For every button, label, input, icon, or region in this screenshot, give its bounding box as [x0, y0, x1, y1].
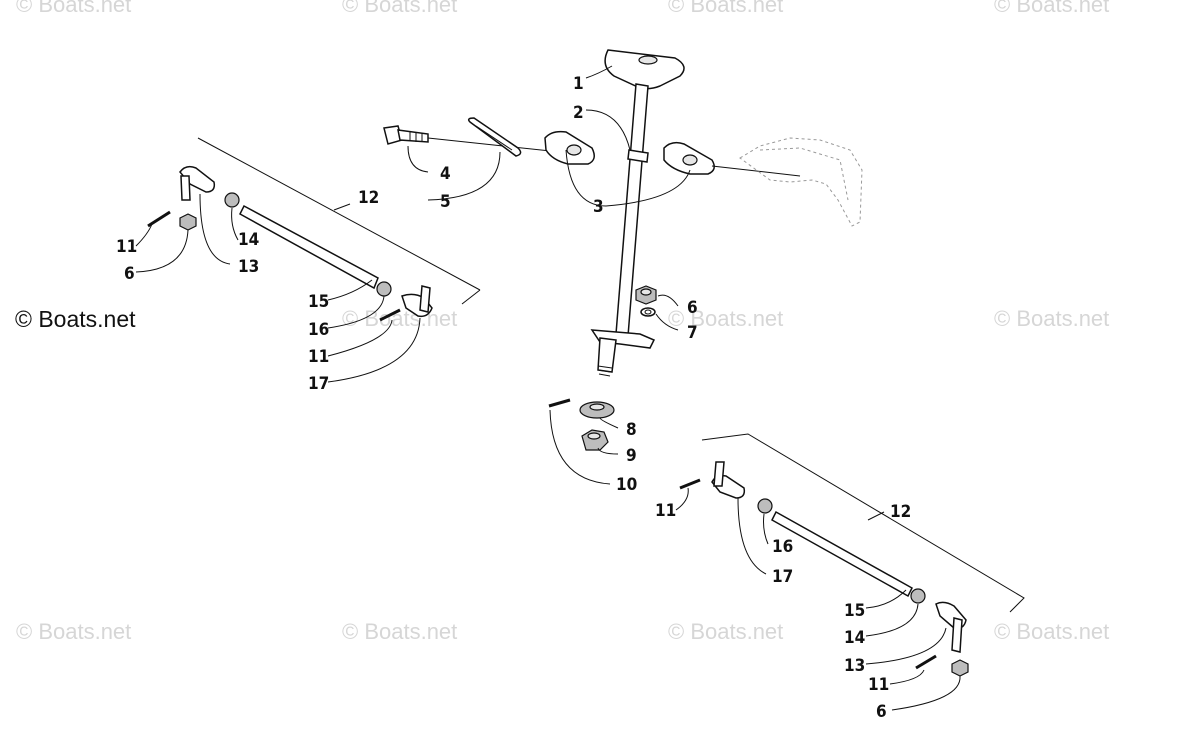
watermark: © Boats.net [668, 619, 784, 644]
callout-12-right: 12 [890, 502, 911, 522]
callout-2: 2 [573, 103, 584, 123]
callout-13-right: 13 [844, 656, 865, 676]
callout-11-left: 11 [116, 237, 137, 257]
cotter-pin [548, 398, 571, 408]
callout-4: 4 [440, 164, 451, 184]
watermark: © Boats.net [668, 306, 784, 331]
nut [635, 285, 657, 305]
callout-11-left-2: 11 [308, 347, 329, 367]
callout-10: 10 [616, 475, 637, 495]
watermark: © Boats.net [994, 619, 1110, 644]
callout-1: 1 [573, 74, 584, 94]
watermark: © Boats.net [16, 619, 132, 644]
callout-13-left: 13 [238, 257, 259, 277]
washer [640, 307, 656, 317]
callout-6-left: 6 [124, 264, 135, 284]
callout-15-right: 15 [844, 601, 865, 621]
callout-12-left: 12 [358, 188, 379, 208]
callout-3: 3 [593, 197, 604, 217]
bushing-block-right [663, 141, 801, 177]
watermark: © Boats.net [668, 0, 784, 17]
watermark: © Boats.net [994, 306, 1110, 331]
watermark: © Boats.net [342, 619, 458, 644]
callout-11-right-2: 11 [868, 675, 889, 695]
frame-outline [739, 137, 863, 227]
thick-washer [579, 401, 615, 419]
leader-lines [135, 65, 961, 711]
callout-17-right: 17 [772, 567, 793, 587]
callout-16-left: 16 [308, 320, 329, 340]
watermark: © Boats.net [16, 0, 132, 17]
callout-7: 7 [687, 323, 698, 343]
callout-6-right: 6 [876, 702, 887, 722]
callout-6: 6 [687, 298, 698, 318]
watermark: © Boats.net [342, 0, 458, 17]
tie-rod-right [679, 433, 1025, 677]
watermark: © Boats.net [994, 0, 1110, 17]
clip-pin [467, 117, 522, 157]
callout-labels: 1 2 3 4 5 6 7 8 9 10 12 11 6 14 13 15 16… [116, 74, 911, 722]
callout-9: 9 [626, 446, 637, 466]
callout-15-left: 15 [308, 292, 329, 312]
castle-nut [581, 429, 609, 451]
callout-14-right: 14 [844, 628, 865, 648]
callout-11-right: 11 [655, 501, 676, 521]
copyright-label: © Boats.net [15, 306, 136, 332]
callout-14-left: 14 [238, 230, 259, 250]
callout-8: 8 [626, 420, 637, 440]
callout-5: 5 [440, 192, 451, 212]
callout-17-left: 17 [308, 374, 329, 394]
steering-post [590, 49, 685, 377]
bushing-block-left [544, 130, 595, 165]
tie-rod-left [147, 137, 481, 322]
callout-16-right: 16 [772, 537, 793, 557]
bolt [383, 125, 561, 153]
